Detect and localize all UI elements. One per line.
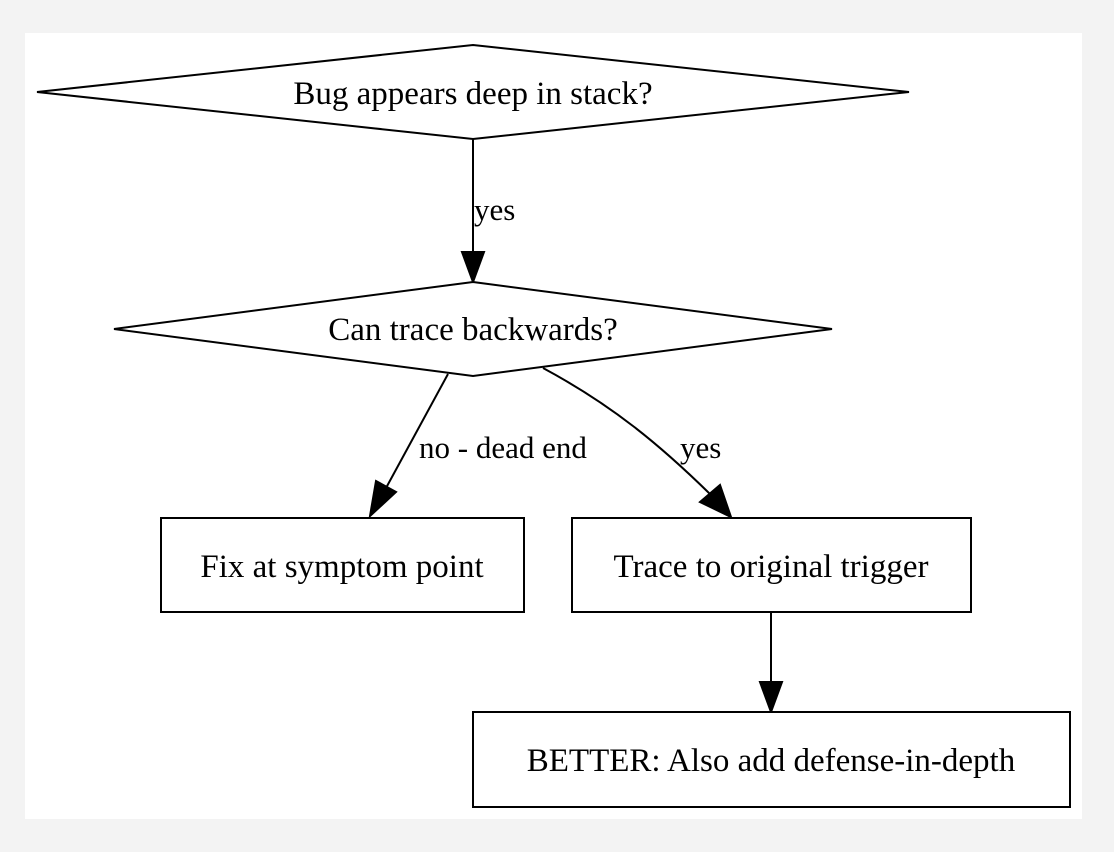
edge-label-yes-1: yes xyxy=(474,192,515,227)
node-trace-to-original-trigger: Trace to original trigger xyxy=(571,517,972,613)
process-box xyxy=(571,517,972,613)
node-label-fix-at-symptom-point: Fix at symptom point xyxy=(200,549,483,585)
diagram-canvas: Bug appears deep in stack? yes Can trace… xyxy=(25,33,1082,819)
node-can-trace-backwards: Can trace backwards? xyxy=(113,280,833,378)
node-label-can-trace-backwards: Can trace backwards? xyxy=(328,312,618,348)
arrowhead xyxy=(698,483,733,519)
edge-can-trace-to-fix-symptom: no - dead end xyxy=(368,373,587,519)
edge-line xyxy=(385,373,449,489)
arrowhead xyxy=(460,251,486,285)
edge-label-no-dead-end: no - dead end xyxy=(419,430,587,465)
edge-line xyxy=(542,367,711,495)
node-bug-appears-deep: Bug appears deep in stack? xyxy=(36,43,910,141)
node-label-bug-appears-deep: Bug appears deep in stack? xyxy=(293,76,652,112)
node-label-trace-to-original-trigger: Trace to original trigger xyxy=(614,549,929,585)
process-box xyxy=(472,711,1071,808)
arrowhead xyxy=(758,681,784,715)
edge-trigger-to-defense xyxy=(758,612,784,715)
process-box xyxy=(160,517,525,613)
arrowhead xyxy=(368,479,398,519)
decision-diamond xyxy=(113,280,833,378)
edge-can-trace-to-trigger: yes xyxy=(542,367,733,519)
node-label-better-defense-in-depth: BETTER: Also add defense-in-depth xyxy=(527,743,1016,779)
node-fix-at-symptom-point: Fix at symptom point xyxy=(160,517,525,613)
node-better-defense-in-depth: BETTER: Also add defense-in-depth xyxy=(472,711,1071,808)
edge-label-yes-2: yes xyxy=(680,430,721,465)
edge-bug-to-can-trace: yes xyxy=(460,139,515,285)
